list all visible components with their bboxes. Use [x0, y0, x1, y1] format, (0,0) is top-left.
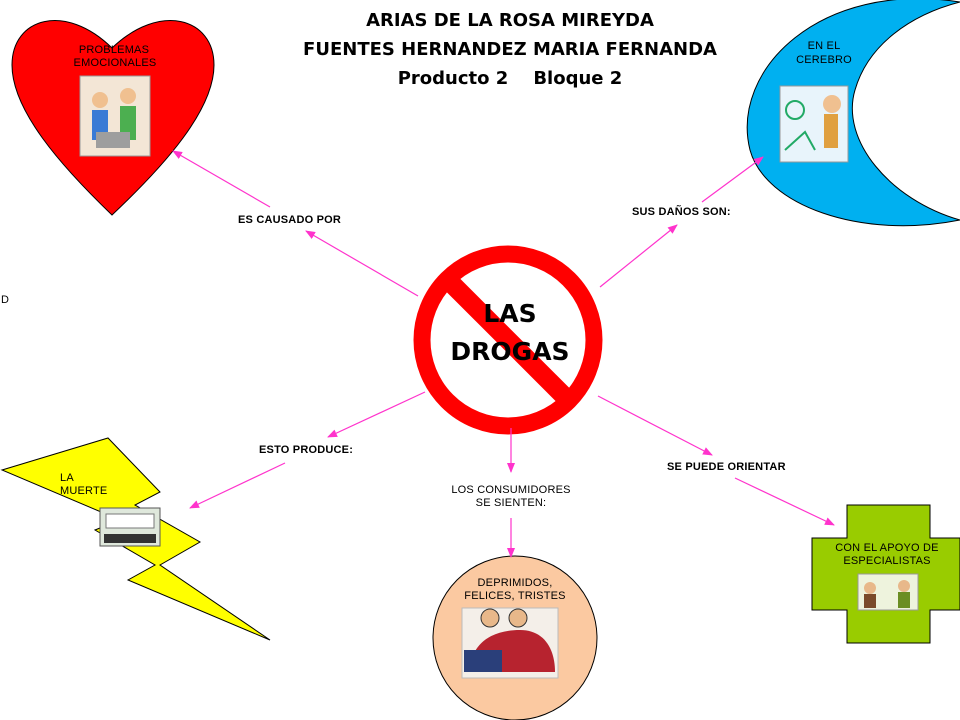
connector-label-causes: ES CAUSADO POR [238, 214, 342, 226]
arrow-center-to-causes-label [305, 230, 419, 297]
prohibition-sign [413, 245, 603, 435]
moon-node-label-line1: EN EL [807, 40, 841, 52]
center-topic-line1: LAS [483, 299, 537, 328]
heart-node-label-line1: PROBLEMAS [78, 44, 150, 56]
bolt-node-label-line2: MUERTE [60, 485, 108, 497]
arrow-center-to-damages-label [599, 224, 678, 288]
author-name-1: ARIAS DE LA ROSA MIREYDA [366, 10, 654, 31]
people-illustration [79, 75, 151, 157]
stray-character: D [1, 294, 10, 306]
arrow-center-to-produces-label [327, 391, 426, 438]
connector-label-guidance: SE PUEDE ORIENTAR [667, 461, 786, 473]
brain-damage-illustration [779, 85, 849, 163]
moon-node-label-line2: CEREBRO [796, 54, 852, 66]
arrow-produces-label-to-bolt [189, 462, 286, 509]
heart-node-label-line2: EMOCIONALES [73, 57, 157, 69]
cross-node-label-line1: CON EL APOYO DE [835, 542, 939, 554]
sad-person-illustration [461, 607, 559, 679]
connector-label-feelings-line1: LOS CONSUMIDORES [451, 484, 571, 496]
author-name-2: FUENTES HERNANDEZ MARIA FERNANDA [303, 39, 717, 60]
connector-label-damages: SUS DAÑOS SON: [632, 206, 731, 218]
product-block-title: Producto 2 Bloque 2 [397, 68, 623, 89]
arrow-causes-label-to-heart [172, 150, 271, 208]
specialist-illustration [857, 573, 919, 611]
arrow-guidance-label-to-cross [734, 477, 835, 526]
arrow-center-to-guidance-label [597, 395, 713, 456]
death-illustration [99, 507, 161, 547]
arrow-damages-label-to-moon [701, 156, 764, 203]
cross-node-label-line2: ESPECIALISTAS [843, 555, 931, 567]
bolt-node-label-line1: LA [60, 472, 74, 484]
connector-label-produces: ESTO PRODUCE: [259, 444, 354, 456]
center-topic-line2: DROGAS [450, 337, 570, 366]
connector-label-feelings-line2: SE SIENTEN: [475, 497, 547, 509]
circle-node-label-line1: DEPRIMIDOS, [477, 577, 553, 589]
circle-node-label-line2: FELICES, TRISTES [464, 590, 566, 602]
crescent-moon-shape [746, 0, 960, 227]
